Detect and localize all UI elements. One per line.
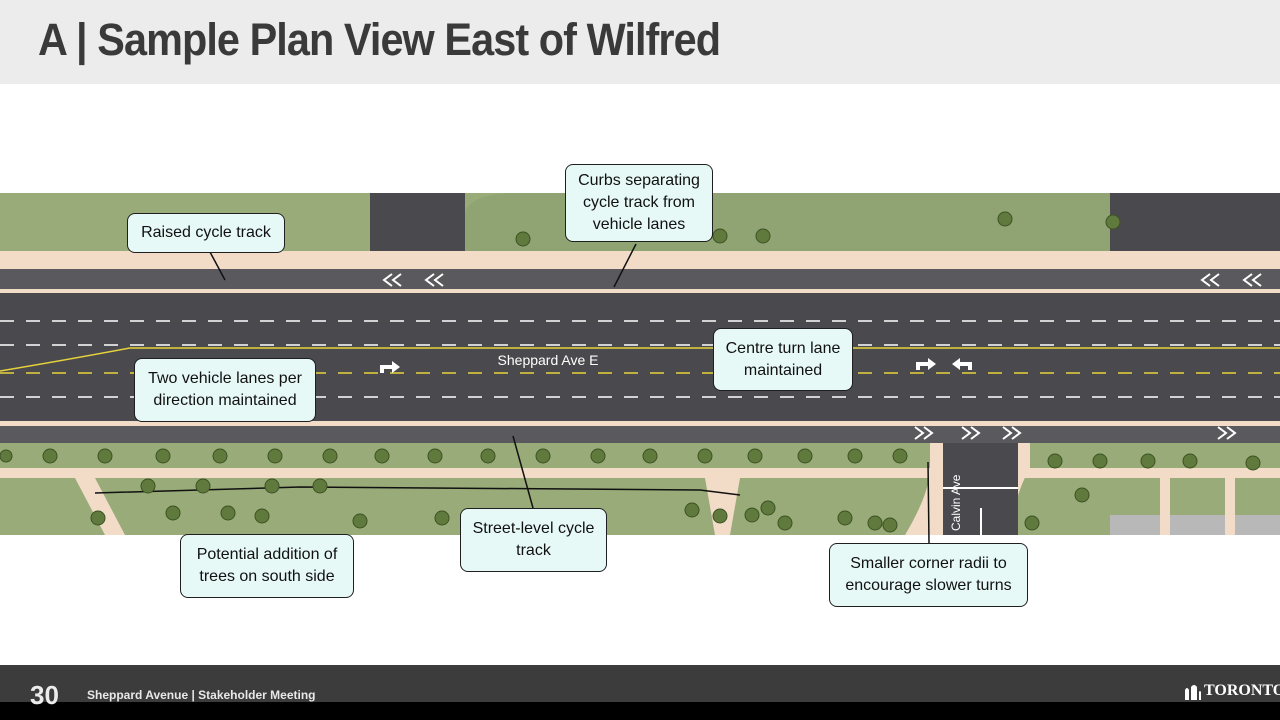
north-parking [1110, 193, 1280, 251]
north-cycle-track [0, 269, 1280, 289]
south-chevrons [914, 426, 1237, 440]
city-hall-icon [1185, 685, 1201, 700]
callout-street-level-track: Street-level cycle track [460, 508, 607, 572]
north-lawn [465, 193, 1110, 251]
north-sidewalk [0, 251, 1280, 269]
south-cycle-track [0, 426, 1280, 443]
logo-text: TORONTO [1204, 682, 1280, 699]
callout-two-vehicle-lanes: Two vehicle lanes per direction maintain… [134, 358, 316, 422]
callout-curbs-separating: Curbs separating cycle track from vehicl… [565, 164, 713, 242]
toronto-logo: TORONTO [1184, 682, 1280, 700]
street-name-label: Sheppard Ave E [498, 352, 599, 368]
page-number: 30 [30, 680, 59, 710]
meeting-label: Sheppard Avenue | Stakeholder Meeting [87, 688, 316, 702]
south-path-1 [75, 478, 125, 535]
cross-street-label: Calvin Ave [949, 474, 963, 531]
trees [0, 211, 1261, 533]
callout-raised-cycle-track: Raised cycle track [127, 213, 285, 253]
slide-title: A | Sample Plan View East of Wilfred [38, 14, 721, 65]
south-path-3 [1160, 478, 1170, 535]
calvin-centre-line [980, 508, 982, 535]
slide-header: A | Sample Plan View East of Wilfred [0, 0, 1280, 84]
callout-smaller-corner-radii: Smaller corner radii to encourage slower… [829, 543, 1028, 607]
north-driveway [370, 193, 465, 251]
south-path-4 [1225, 478, 1235, 535]
turn-arrows [380, 358, 972, 373]
north-curb [0, 289, 1280, 293]
callout-potential-trees: Potential addition of trees on south sid… [180, 534, 354, 598]
south-building [1110, 515, 1280, 535]
south-boulevard [0, 443, 1280, 468]
slide-footer [0, 665, 1280, 702]
south-curb [0, 421, 1280, 426]
south-sidewalk [0, 468, 1280, 478]
callout-centre-turn-lane: Centre turn lane maintained [713, 328, 853, 391]
yellow-taper [0, 347, 131, 372]
north-chevrons [382, 273, 1262, 287]
footer-bottom-bar [0, 702, 1280, 720]
